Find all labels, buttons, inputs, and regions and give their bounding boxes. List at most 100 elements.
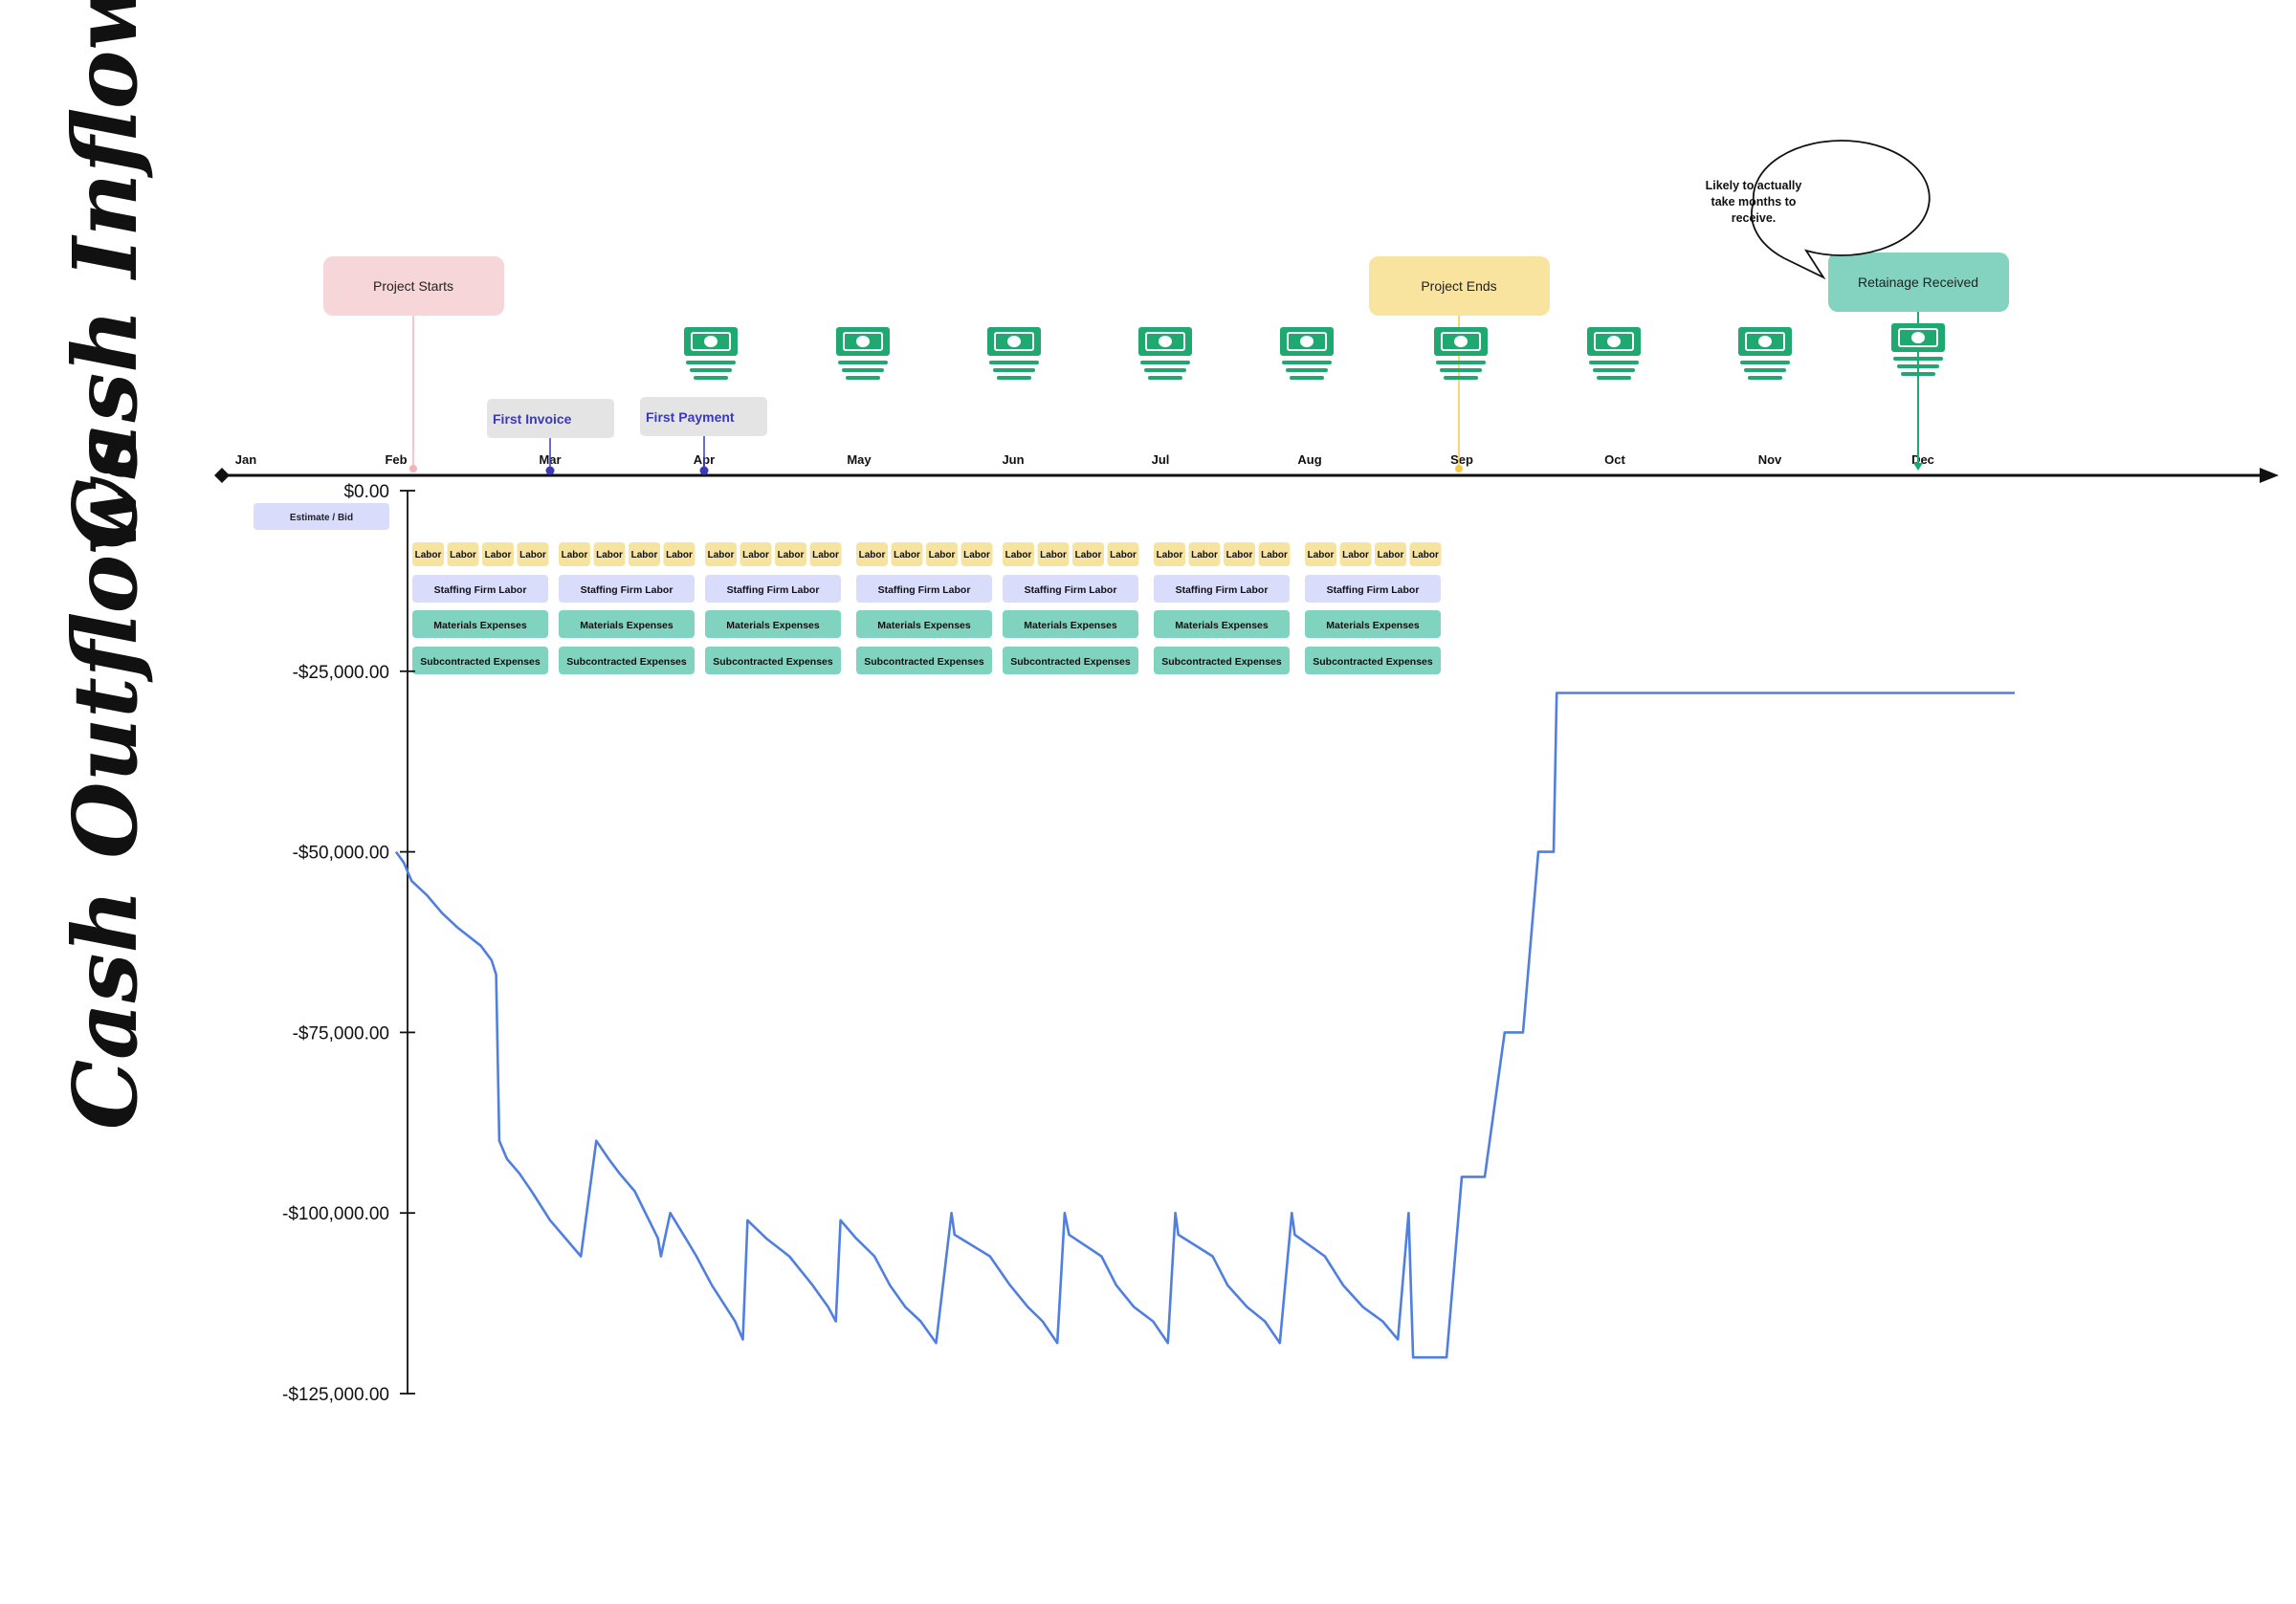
labor-chip: Labor	[1224, 542, 1255, 566]
materials-expenses-label: Materials Expenses	[726, 620, 820, 631]
bubble-line-1: Likely to actually	[1706, 179, 1802, 192]
cash-payment-icon	[1738, 327, 1792, 380]
labor-chip: Labor	[517, 542, 549, 566]
project-starts-callout: Project Starts	[323, 256, 504, 316]
materials-expenses-chip: Materials Expenses	[705, 610, 841, 638]
subcontracted-expenses-label: Subcontracted Expenses	[1161, 656, 1282, 668]
cash-payment-icon	[684, 327, 738, 380]
subcontracted-expenses-chip: Subcontracted Expenses	[1305, 647, 1441, 674]
staffing-firm-labor-chip: Staffing Firm Labor	[705, 575, 841, 603]
labor-label: Labor	[519, 550, 546, 560]
y-tick-label: -$100,000.00	[282, 1204, 389, 1224]
arrow-right-icon	[2260, 468, 2279, 483]
labor-label: Labor	[708, 550, 735, 560]
labor-chip: Labor	[926, 542, 958, 566]
subcontracted-expenses-label: Subcontracted Expenses	[566, 656, 687, 668]
labor-chip: Labor	[1409, 542, 1442, 566]
staffing-firm-labor-chip: Staffing Firm Labor	[559, 575, 695, 603]
first-invoice-dot	[545, 466, 555, 475]
materials-expenses-label: Materials Expenses	[1175, 620, 1269, 631]
cash-outflows-title: Cash Outflows	[54, 429, 157, 1130]
timeline-axis	[214, 468, 2279, 483]
labor-chip: Labor	[1003, 542, 1034, 566]
labor-label: Labor	[1261, 550, 1288, 560]
materials-expenses-chip: Materials Expenses	[1003, 610, 1138, 638]
y-ticks: $0.00-$25,000.00-$50,000.00-$75,000.00-$…	[282, 482, 415, 1405]
staffing-firm-labor-chip: Staffing Firm Labor	[1003, 575, 1138, 603]
cash-payment-icon	[1138, 327, 1192, 380]
cumulative-cash-line	[394, 692, 2015, 1359]
cash-payment-icon	[987, 327, 1041, 380]
y-tick-label: -$50,000.00	[293, 844, 389, 864]
labor-label: Labor	[1308, 550, 1335, 560]
labor-chip: Labor	[629, 542, 660, 566]
subcontracted-expenses-chip: Subcontracted Expenses	[1154, 647, 1290, 674]
subcontracted-expenses-chip: Subcontracted Expenses	[856, 647, 992, 674]
payment-icons	[684, 323, 1945, 380]
cash-payment-icon	[1891, 323, 1945, 376]
cash-payment-icon	[1280, 327, 1334, 380]
labor-chip: Labor	[1305, 542, 1336, 566]
retainage-received-label: Retainage Received	[1858, 275, 1978, 290]
labor-chip: Labor	[412, 542, 444, 566]
materials-expenses-label: Materials Expenses	[1024, 620, 1117, 631]
labor-chip: Labor	[960, 542, 993, 566]
project-ends-callout: Project Ends	[1369, 256, 1550, 316]
diamond-marker-icon	[214, 468, 230, 483]
materials-expenses-label: Materials Expenses	[580, 620, 673, 631]
labor-label: Labor	[1040, 550, 1067, 560]
y-tick-label: -$125,000.00	[282, 1385, 389, 1405]
staffing-firm-labor-chip: Staffing Firm Labor	[1154, 575, 1290, 603]
bubble-line-2: take months to	[1711, 195, 1797, 209]
labor-chip: Labor	[1375, 542, 1406, 566]
labor-label: Labor	[485, 550, 512, 560]
labor-chip: Labor	[705, 542, 737, 566]
labor-chip: Labor	[559, 542, 590, 566]
labor-label: Labor	[929, 550, 956, 560]
labor-label: Labor	[1226, 550, 1253, 560]
project-starts-dot	[409, 465, 417, 472]
labor-label: Labor	[666, 550, 693, 560]
labor-chip: Labor	[891, 542, 923, 566]
first-invoice-callout: First Invoice	[487, 399, 614, 438]
staffing-firm-labor-label: Staffing Firm Labor	[434, 584, 527, 596]
cash-payment-icon	[836, 327, 890, 380]
month-label-aug: Aug	[1297, 452, 1321, 467]
month-label-nov: Nov	[1758, 452, 1782, 467]
labor-label: Labor	[1412, 550, 1439, 560]
staffing-firm-labor-chip: Staffing Firm Labor	[1305, 575, 1441, 603]
bubble-line-3: receive.	[1732, 211, 1777, 225]
staffing-firm-labor-chip: Staffing Firm Labor	[856, 575, 992, 603]
labor-label: Labor	[778, 550, 805, 560]
labor-chip: Labor	[1258, 542, 1291, 566]
labor-label: Labor	[742, 550, 769, 560]
labor-chip: Labor	[593, 542, 626, 566]
labor-chip: Labor	[447, 542, 479, 566]
subcontracted-expenses-chip: Subcontracted Expenses	[412, 647, 548, 674]
subcontracted-expenses-chip: Subcontracted Expenses	[705, 647, 841, 674]
estimate-bid-label: Estimate / Bid	[290, 513, 353, 523]
labor-label: Labor	[1005, 550, 1032, 560]
labor-label: Labor	[562, 550, 588, 560]
labor-chip: Labor	[1107, 542, 1139, 566]
staffing-firm-labor-label: Staffing Firm Labor	[581, 584, 673, 596]
labor-label: Labor	[894, 550, 920, 560]
labor-chip: Labor	[775, 542, 806, 566]
labor-label: Labor	[963, 550, 990, 560]
month-label-jan: Jan	[235, 452, 256, 467]
subcontracted-expenses-chip: Subcontracted Expenses	[1003, 647, 1138, 674]
materials-expenses-chip: Materials Expenses	[1305, 610, 1441, 638]
retainage-speech-bubble: Likely to actually take months to receiv…	[1706, 140, 1931, 280]
project-starts-label: Project Starts	[373, 278, 453, 294]
y-tick-label: $0.00	[343, 482, 389, 502]
estimate-bid-chip: Estimate / Bid	[254, 503, 389, 530]
labor-chip: Labor	[1339, 542, 1372, 566]
labor-chip: Labor	[1072, 542, 1104, 566]
labor-chip: Labor	[663, 542, 695, 566]
project-ends-dot	[1455, 465, 1463, 472]
y-tick-label: -$25,000.00	[293, 663, 389, 683]
